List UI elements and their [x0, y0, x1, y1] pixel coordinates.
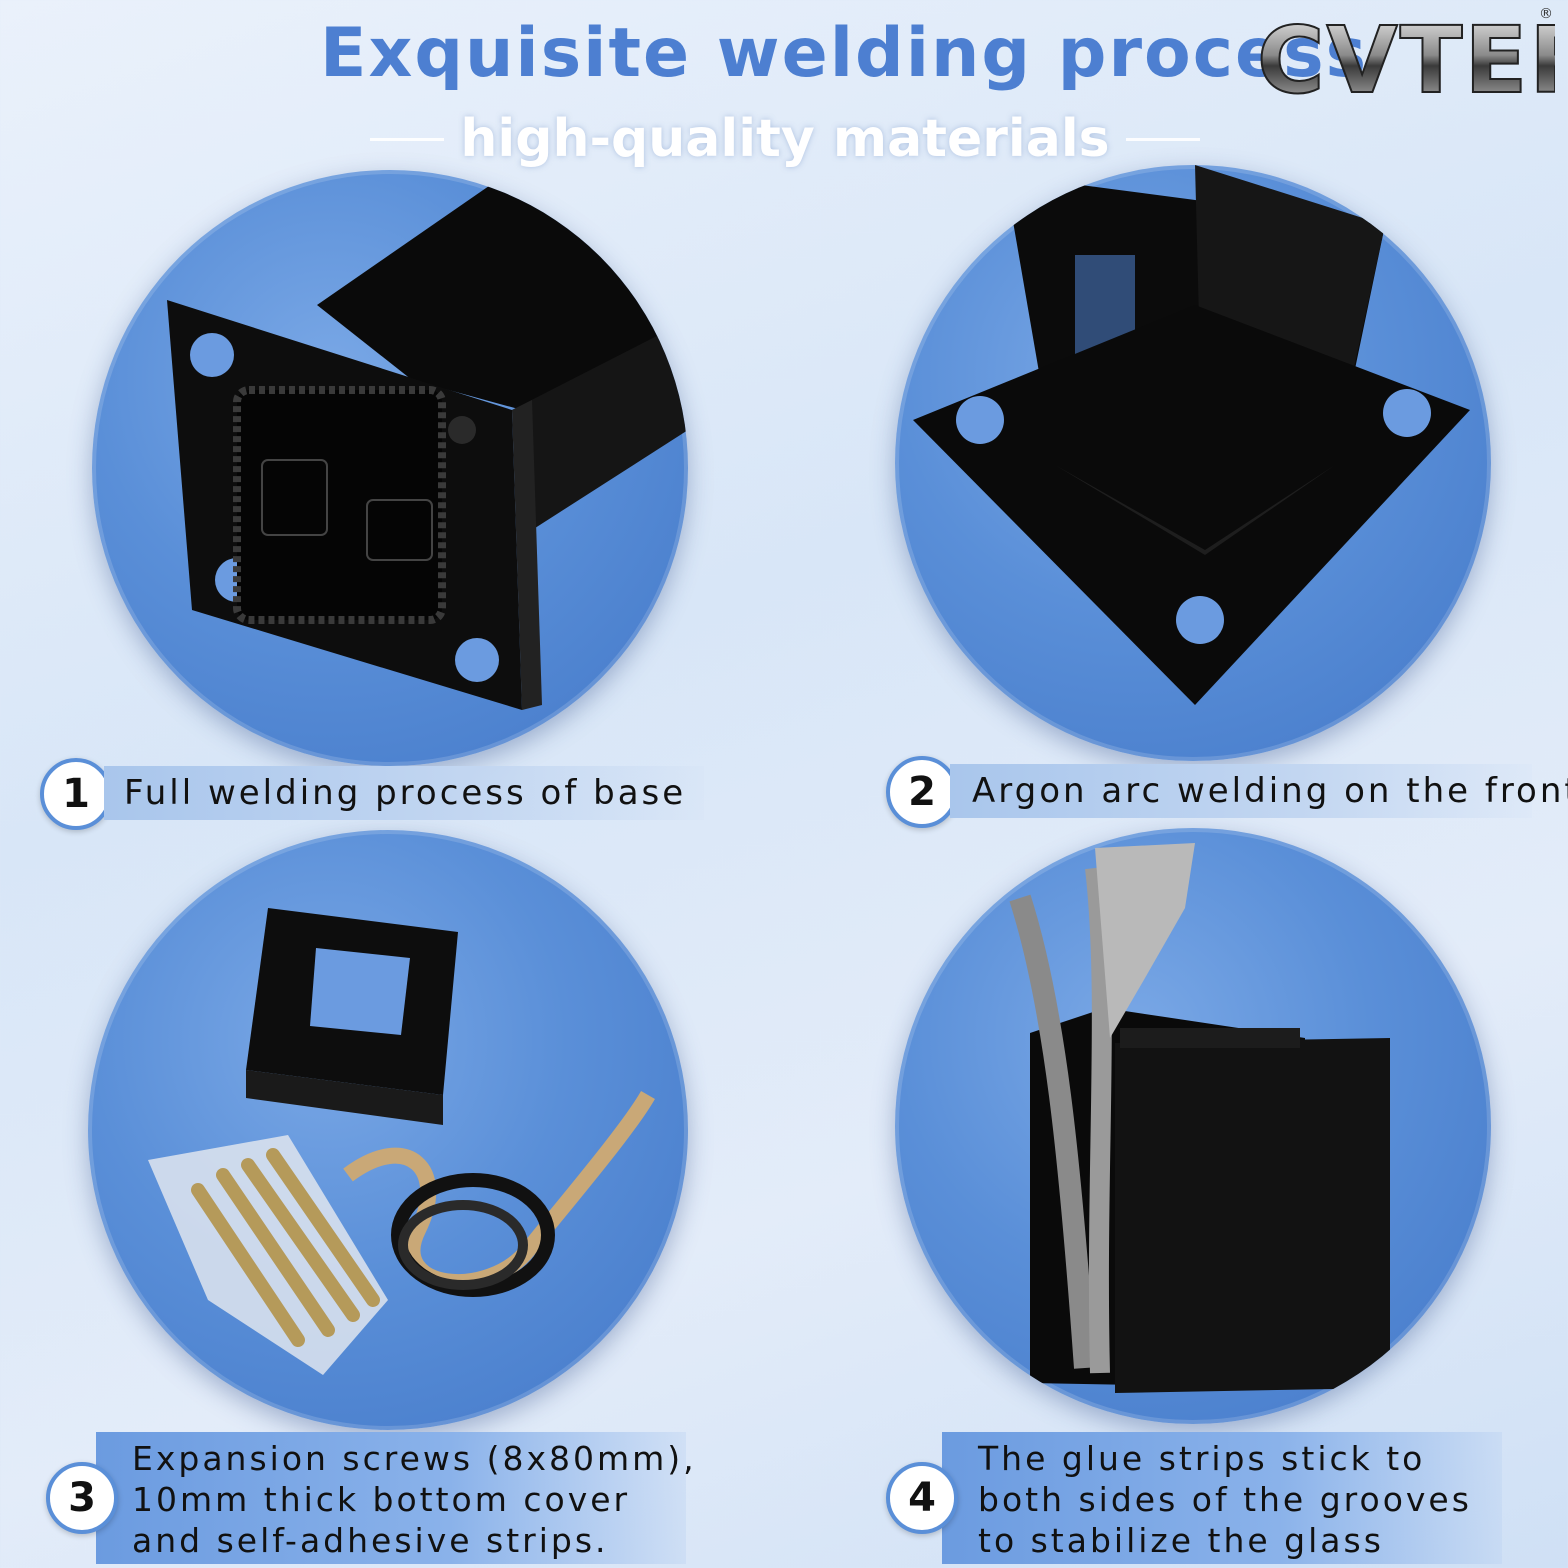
photo-front-weld [895, 165, 1491, 761]
brand-logo-text: CVTER [1257, 7, 1555, 114]
step-badge-2: 2 [886, 756, 958, 828]
feature-text-3-line-2: 10mm thick bottom cover [132, 1480, 631, 1519]
feature-label-4: The glue strips stick to both sides of t… [942, 1432, 1502, 1564]
feature-text-1: Full welding process of base [124, 773, 687, 813]
photo-accessories [88, 830, 688, 1430]
feature-text-4-line-2: both sides of the grooves [978, 1480, 1472, 1519]
page-title: Exquisite welding process [320, 14, 1369, 93]
feature-text-3-line-1: Expansion screws (8x80mm), [132, 1439, 697, 1478]
feature-label-1: Full welding process of base [104, 766, 704, 820]
feature-text-3-line-3: and self-adhesive strips. [132, 1521, 609, 1560]
feature-label-3: Expansion screws (8x80mm), 10mm thick bo… [96, 1432, 697, 1564]
step-badge-1: 1 [40, 758, 112, 830]
feature-label-2: Argon arc welding on the front [950, 764, 1568, 818]
feature-text-4-line-1: The glue strips stick to [978, 1439, 1426, 1478]
feature-text-2: Argon arc welding on the front [972, 771, 1568, 811]
feature-text-4-line-3: to stabilize the glass [978, 1521, 1384, 1560]
photo-glue-strips [895, 828, 1491, 1424]
divider-right [1125, 137, 1200, 141]
step-badge-3: 3 [46, 1462, 118, 1534]
photo-base-weld [92, 170, 688, 766]
registered-mark: ® [1539, 6, 1553, 22]
divider-left [370, 137, 445, 141]
step-badge-4: 4 [886, 1462, 958, 1534]
subtitle-row: high-quality materials [370, 104, 1200, 174]
brand-logo: CVTER ® [1255, 4, 1568, 115]
page-subtitle: high-quality materials [460, 109, 1110, 169]
